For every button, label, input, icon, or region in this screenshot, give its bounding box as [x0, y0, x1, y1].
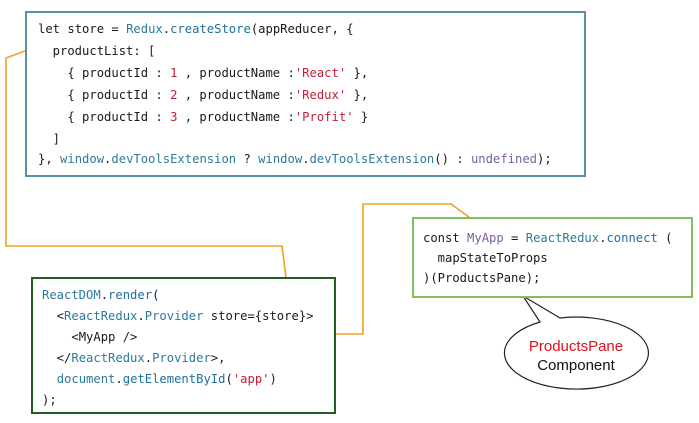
product-item-1: { productId : 1 , productName :'React' }… — [38, 66, 369, 80]
render-line-1: ReactDOM.render( — [42, 288, 160, 302]
callout-label: ProductsPane Component — [506, 337, 646, 375]
callout-title: ProductsPane — [528, 338, 624, 355]
store-line-6: ] — [38, 132, 61, 146]
store-code-block: let store = Redux.createStore(appReducer… — [25, 11, 586, 177]
product-item-3: { productId : 3 , productName :'Profit' … — [38, 110, 369, 124]
callout-subtitle: Component — [537, 357, 615, 374]
product-item-2: { productId : 2 , productName :'Redux' }… — [38, 88, 369, 102]
store-line-1: let store = Redux.createStore(appReducer… — [38, 22, 354, 36]
render-line-3: <MyApp /> — [42, 330, 138, 344]
store-line-7: }, window.devToolsExtension ? window.dev… — [38, 152, 552, 166]
callout-bubble — [503, 295, 649, 390]
store-line-2: productList: [ — [38, 44, 156, 58]
connect-code-block: const MyApp = ReactRedux.connect ( mapSt… — [412, 217, 693, 298]
render-code-block: ReactDOM.render( <ReactRedux.Provider st… — [31, 277, 336, 414]
connect-line-1: const MyApp = ReactRedux.connect ( — [423, 231, 673, 245]
render-line-6: ); — [42, 393, 57, 407]
render-line-4: </ReactRedux.Provider>, — [42, 351, 226, 365]
connect-line-2: mapStateToProps — [423, 251, 548, 265]
connect-line-3: )(ProductsPane); — [423, 271, 541, 285]
render-line-5: document.getElementById('app') — [56, 372, 277, 386]
render-line-2: <ReactRedux.Provider store={store}> — [42, 309, 314, 323]
